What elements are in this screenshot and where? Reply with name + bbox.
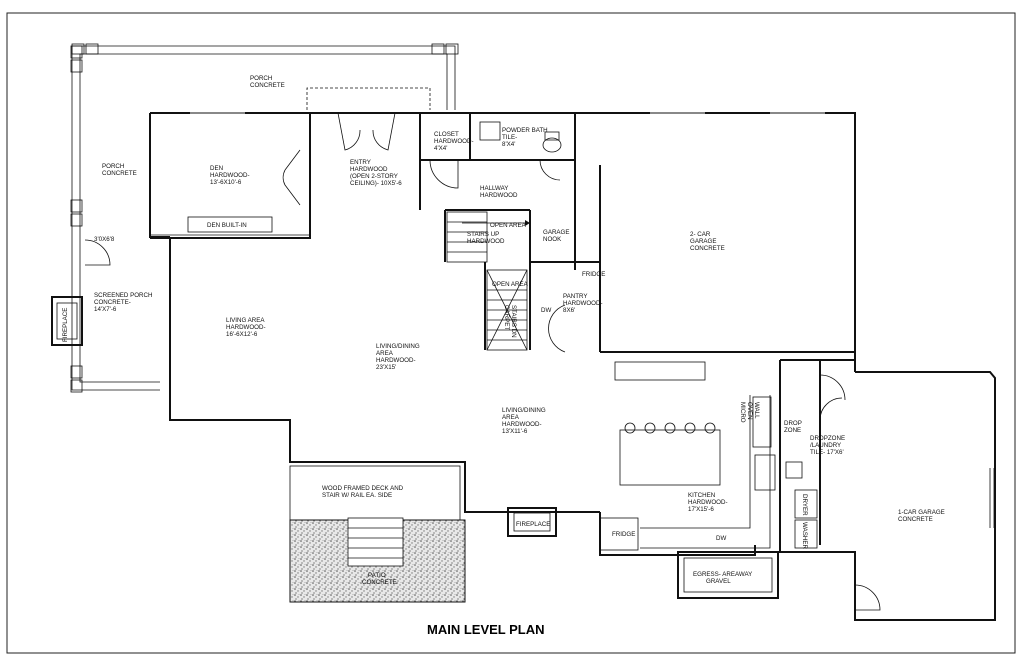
label-door-size: 3'0x6'8	[94, 236, 115, 243]
outdoor-spaces	[289, 465, 779, 603]
sheet-border	[6, 12, 1016, 654]
label-fridge-kitchen: FRIDGE	[612, 531, 635, 538]
stairs	[446, 211, 530, 351]
garage-one-car	[854, 371, 996, 621]
exterior-walls	[149, 112, 856, 585]
label-dw-kitchen: DW	[716, 535, 726, 542]
label-open-area-lower: OPEN AREA	[492, 281, 529, 288]
label-fireplace-rear: FIREPLACE	[516, 521, 550, 528]
label-wall-oven: WALLOVENMICRO	[739, 402, 760, 423]
label-open-area-upper: OPEN AREA	[490, 222, 527, 229]
label-dw-pantry: DW	[541, 307, 551, 314]
label-washer: WASHER	[801, 522, 808, 549]
doors	[84, 112, 881, 611]
interior-walls	[150, 113, 855, 545]
label-fireplace-left: FIREPLACE	[62, 308, 69, 342]
porch-outline	[70, 43, 459, 393]
label-fridge-pantry: FRIDGE	[582, 271, 605, 278]
fireplaces	[51, 296, 557, 537]
plan-title: MAIN LEVEL PLAN	[427, 622, 545, 637]
label-stairs-down: STAIRS DNCARPET	[503, 305, 517, 338]
label-dryer: DRYER	[801, 494, 808, 516]
label-den-builtin: DEN BUILT-IN	[207, 222, 247, 229]
fixtures	[479, 121, 818, 551]
